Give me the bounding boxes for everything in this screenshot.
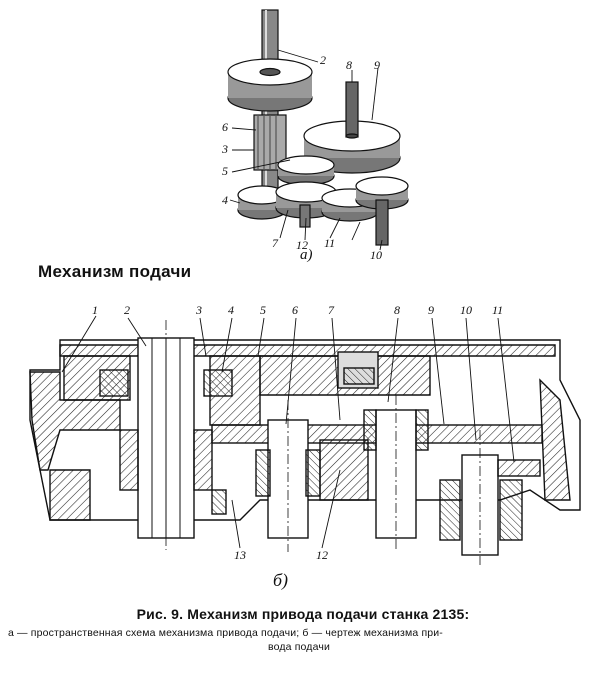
- callout-a-3: 3: [222, 142, 228, 156]
- callout-a-11: 11: [324, 236, 336, 250]
- callout-a-4: 4: [222, 193, 228, 207]
- callout-a-10: 10: [370, 248, 382, 262]
- callout-b-9: 9: [428, 303, 434, 317]
- callout-b-7: 7: [328, 303, 334, 317]
- callout-b-8: 8: [394, 303, 400, 317]
- callout-a-5: 5: [222, 164, 228, 178]
- callout-b-13: 13: [234, 548, 246, 562]
- callout-b-3: 3: [196, 303, 202, 317]
- callout-b-2: 2: [124, 303, 130, 317]
- callout-a-2: 2: [320, 53, 326, 67]
- callout-b-1: 1: [92, 303, 98, 317]
- caption-legend-line-1: а — пространственная схема механизма при…: [8, 627, 443, 639]
- callout-b-5: 5: [260, 303, 266, 317]
- callout-b-10: 10: [460, 303, 472, 317]
- sectional-drawing: [29, 315, 581, 565]
- callout-b-12: 12: [316, 548, 328, 562]
- callout-a-12: 12: [296, 238, 308, 252]
- callout-b-4: 4: [228, 303, 234, 317]
- callout-b-11: 11: [492, 303, 504, 317]
- callout-a-7: 7: [272, 236, 278, 250]
- subfigure-b-label: б): [273, 570, 289, 590]
- callout-b-6: 6: [292, 303, 298, 317]
- callout-a-9: 9: [374, 58, 380, 72]
- gear-scheme-diagram: [227, 9, 409, 251]
- callout-a-8: 8: [346, 58, 352, 72]
- caption-legend-line-2: вода подачи: [268, 641, 330, 653]
- callout-a-6: 6: [222, 120, 228, 134]
- figure-caption: Рис. 9. Механизм привода подачи станка 2…: [136, 606, 470, 622]
- subfigure-a-label: а): [300, 247, 313, 263]
- section-heading: Механизм подачи: [38, 262, 192, 281]
